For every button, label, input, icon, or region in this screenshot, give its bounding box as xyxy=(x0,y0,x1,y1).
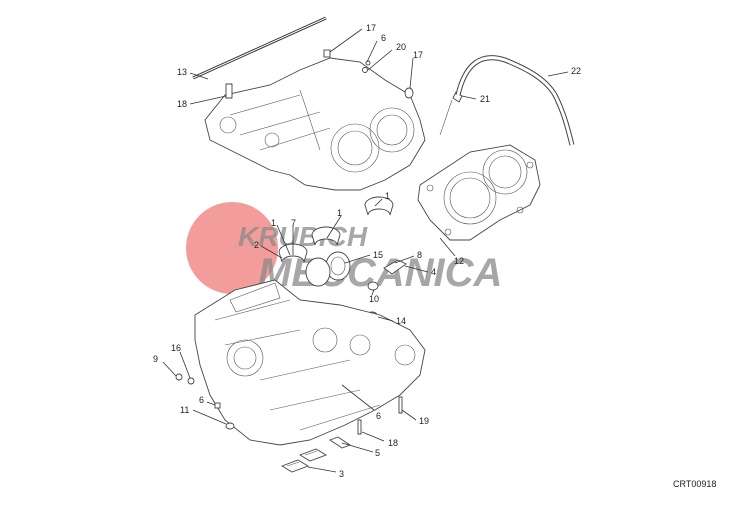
callout-17: 17 xyxy=(413,50,423,60)
callout-22: 22 xyxy=(571,66,581,76)
callout-11: 11 xyxy=(180,405,189,415)
callout-2: 2 xyxy=(254,240,259,250)
callout-18: 18 xyxy=(388,438,398,448)
callout-1: 1 xyxy=(337,208,342,218)
bottom-small-parts xyxy=(175,373,403,473)
breather-hose xyxy=(439,55,575,146)
callout-18: 18 xyxy=(177,99,187,109)
upper-crankcase xyxy=(204,57,426,191)
callout-13: 13 xyxy=(177,67,187,77)
callout-6: 6 xyxy=(199,395,204,405)
callout-6: 6 xyxy=(376,411,381,421)
callout-17: 17 xyxy=(366,23,376,33)
callout-4: 4 xyxy=(431,267,436,277)
callout-9: 9 xyxy=(153,354,158,364)
callout-10: 10 xyxy=(369,294,379,304)
callout-6: 6 xyxy=(381,33,386,43)
watermark-line2: MECCANICA xyxy=(258,251,502,295)
long-rod xyxy=(192,16,327,80)
watermark: KRUBICH MECCANICA xyxy=(186,202,502,295)
callout-16: 16 xyxy=(171,343,181,353)
callout-1: 1 xyxy=(271,218,276,228)
callout-19: 19 xyxy=(419,416,429,426)
leader-lines xyxy=(162,28,569,473)
callout-5: 5 xyxy=(375,448,380,458)
callout-8: 8 xyxy=(417,250,422,260)
callout-7: 7 xyxy=(291,218,296,228)
callout-14: 14 xyxy=(396,316,406,326)
callout-15: 15 xyxy=(373,250,383,260)
head-gasket xyxy=(417,144,541,241)
lower-crankcase xyxy=(194,279,426,446)
callout-20: 20 xyxy=(396,42,406,52)
callouts: 17 6 20 17 22 13 18 21 1 1 1 7 2 15 8 4 … xyxy=(153,23,581,479)
callout-3: 3 xyxy=(339,469,344,479)
watermark-circle xyxy=(186,202,278,294)
callout-21: 21 xyxy=(480,94,490,104)
bearing-shells xyxy=(278,196,407,323)
callout-1: 1 xyxy=(385,191,390,201)
callout-12: 12 xyxy=(454,256,464,266)
drawing-code: CRT00918 xyxy=(673,479,716,489)
